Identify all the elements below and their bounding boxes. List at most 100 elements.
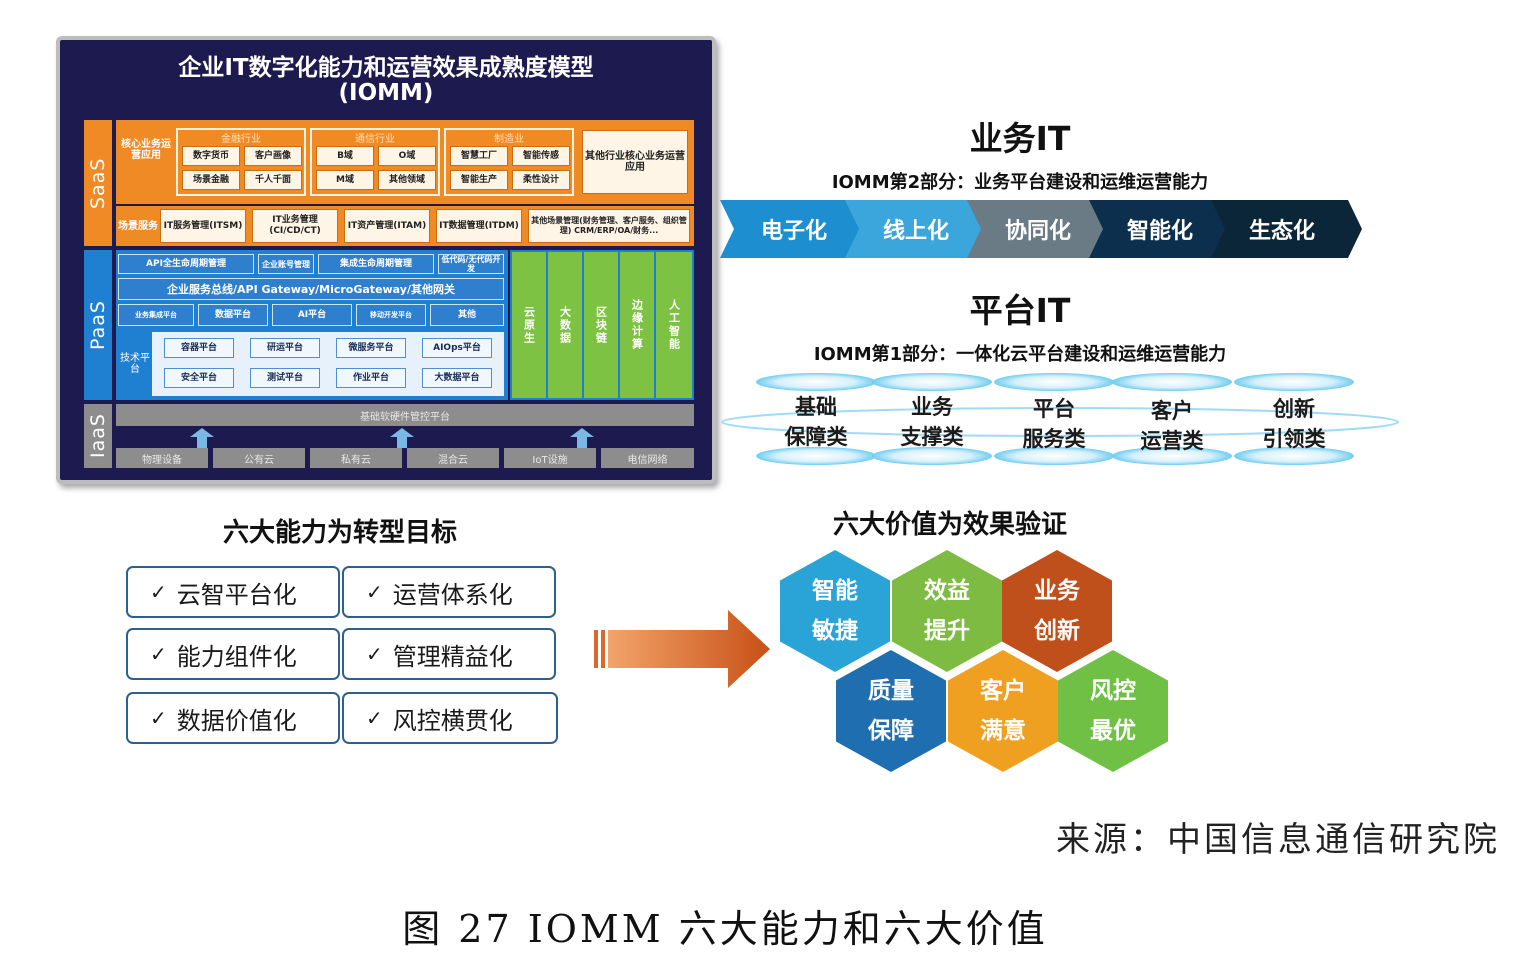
cell: 其他 <box>430 304 504 326</box>
layer-label-iaas: IaaS <box>84 404 112 468</box>
value-line: 风控 <box>1090 678 1136 704</box>
value-line: 提升 <box>924 618 970 644</box>
paas-block: API全生命周期管理 企业账号管理 集成生命周期管理 低代码/无代码开发 企业服… <box>116 250 508 400</box>
cell: 私有云 <box>310 448 402 468</box>
cell: 业务集成平台 <box>118 304 194 326</box>
platform-line: 支撑类 <box>900 425 964 449</box>
cell: 千人千面 <box>244 170 302 190</box>
cell: 研运平台 <box>250 338 320 358</box>
cell: 其他领域 <box>378 170 436 190</box>
platform-category: 平台服务类 <box>994 390 1114 458</box>
platform-line: 客户 <box>1151 399 1193 423</box>
capability-box: ✓ 风控横贯化 <box>342 692 558 744</box>
cell: 智能生产 <box>450 170 508 190</box>
value-hexagon: 效益提升 <box>892 550 1002 672</box>
cell: 其他场景管理(财务管理、客户服务、组织管理) CRM/ERP/OA/财务... <box>528 209 690 243</box>
cell: 移动开发平台 <box>356 304 426 326</box>
right-arrow-icon <box>594 610 770 688</box>
capability-label: 管理精益化 <box>392 642 513 671</box>
cell: IT资产管理(ITAM) <box>344 209 430 243</box>
check-icon: ✓ <box>150 706 167 730</box>
panel-subtitle: (IOMM) <box>338 80 434 106</box>
capabilities-title: 六大能力为转型目标 <box>222 518 457 548</box>
tech-label: 技术平台 <box>120 353 150 375</box>
capability-box: ✓ 云智平台化 <box>126 566 340 618</box>
value-line: 客户 <box>980 678 1026 704</box>
group-finance: 金融行业 数字货币 客户画像 场景金融 千人千面 <box>176 128 306 196</box>
capability-label: 运营体系化 <box>392 580 513 609</box>
check-icon: ✓ <box>366 580 383 604</box>
cell: 大数据 <box>548 252 582 398</box>
panel-title: 企业IT数字化能力和运营效果成熟度模型 <box>178 55 594 81</box>
values-title: 六大价值为效果验证 <box>832 510 1067 540</box>
cell: M域 <box>316 170 374 190</box>
core-apps-label: 核心业务运营应用 <box>121 139 171 161</box>
capability-box: ✓ 管理精益化 <box>342 628 556 680</box>
cell: IT数据管理(ITDM) <box>436 209 522 243</box>
cell: 作业平台 <box>336 368 406 388</box>
capability-box: ✓能力组件化 <box>126 628 340 680</box>
chevron-4 <box>1089 200 1228 258</box>
vertical-tech-block: 云原生 大数据 区块链 边缘计算 人工智能 <box>510 250 694 400</box>
stage-label: 电子化 <box>760 219 827 244</box>
up-arrow-icon <box>190 428 214 448</box>
capability-label: 风控横贯化 <box>392 706 513 735</box>
chevron-1 <box>720 200 862 258</box>
chevron-5 <box>1211 200 1362 258</box>
up-arrow-icon <box>390 428 414 448</box>
cell: 数字货币 <box>182 146 240 166</box>
cell: AI平台 <box>272 304 352 326</box>
platform-category: 客户运营类 <box>1112 392 1232 460</box>
business-it-subtitle: IOMM第2部分：业务平台建设和运维运营能力 <box>831 172 1209 193</box>
chevron-3 <box>967 200 1106 258</box>
platform-line: 创新 <box>1273 397 1315 421</box>
cell: 集成生命周期管理 <box>318 254 434 274</box>
scene-label: 场景服务 <box>118 220 158 232</box>
platform-line: 引领类 <box>1262 427 1326 451</box>
value-line: 效益 <box>924 578 970 604</box>
cell: 测试平台 <box>250 368 320 388</box>
figure-caption: 图 27 IOMM 六大能力和六大价值 <box>402 907 1048 951</box>
check-icon: ✓ <box>366 642 383 666</box>
cell: AIOps平台 <box>422 338 492 358</box>
other-industry-cell: 其他行业核心业务运营应用 <box>582 130 688 194</box>
platform-category: 创新引领类 <box>1234 390 1354 458</box>
cell: 电信网络 <box>601 448 694 468</box>
cell: 人工智能 <box>656 252 692 398</box>
check-icon: ✓ <box>150 580 167 604</box>
cell: 区块链 <box>584 252 618 398</box>
up-arrow-icon <box>570 428 594 448</box>
value-line: 质量 <box>868 678 914 704</box>
cell: 企业账号管理 <box>258 254 314 274</box>
value-hexagon: 业务创新 <box>1002 550 1112 672</box>
cell: IT业务管理(CI/CD/CT) <box>252 209 338 243</box>
capability-label: 云智平台化 <box>176 580 297 609</box>
cell: IT服务管理(ITSM) <box>160 209 246 243</box>
cell: 边缘计算 <box>620 252 654 398</box>
capability-label: 数据价值化 <box>176 706 297 735</box>
cell: 数据平台 <box>198 304 268 326</box>
capability-label: 能力组件化 <box>176 642 297 671</box>
value-line: 创新 <box>1034 618 1080 644</box>
layer-label-paas: PaaS <box>84 250 112 400</box>
platform-disc-decoration <box>721 373 1399 465</box>
group-telecom: 通信行业 B域 O域 M域 其他领域 <box>310 128 440 196</box>
tech-platforms: 容器平台 研运平台 微服务平台 AIOps平台 安全平台 测试平台 作业平台 大… <box>152 332 504 396</box>
check-icon: ✓ <box>366 706 383 730</box>
value-line: 满意 <box>980 718 1026 744</box>
saas-core-row: 核心业务运营应用 金融行业 数字货币 客户画像 场景金融 千人千面 通信行业 B… <box>116 120 694 204</box>
cell: 智能传感 <box>512 146 570 166</box>
platform-line: 运营类 <box>1140 429 1204 453</box>
saas-scene-row: 场景服务 IT服务管理(ITSM) IT业务管理(CI/CD/CT) IT资产管… <box>116 206 694 246</box>
value-line: 智能 <box>812 578 858 604</box>
cell: 公有云 <box>213 448 305 468</box>
stage-label: 协同化 <box>1004 219 1071 244</box>
cell: IoT设施 <box>504 448 596 468</box>
chevron-2 <box>845 200 984 258</box>
value-hexagon: 质量保障 <box>836 650 946 772</box>
group-manufacturing: 制造业 智慧工厂 智能传感 智能生产 柔性设计 <box>444 128 574 196</box>
cell: 混合云 <box>407 448 499 468</box>
cell: 安全平台 <box>164 368 234 388</box>
stage-label: 智能化 <box>1126 219 1193 244</box>
cell: 企业服务总线/API Gateway/MicroGateway/其他网关 <box>118 278 504 300</box>
